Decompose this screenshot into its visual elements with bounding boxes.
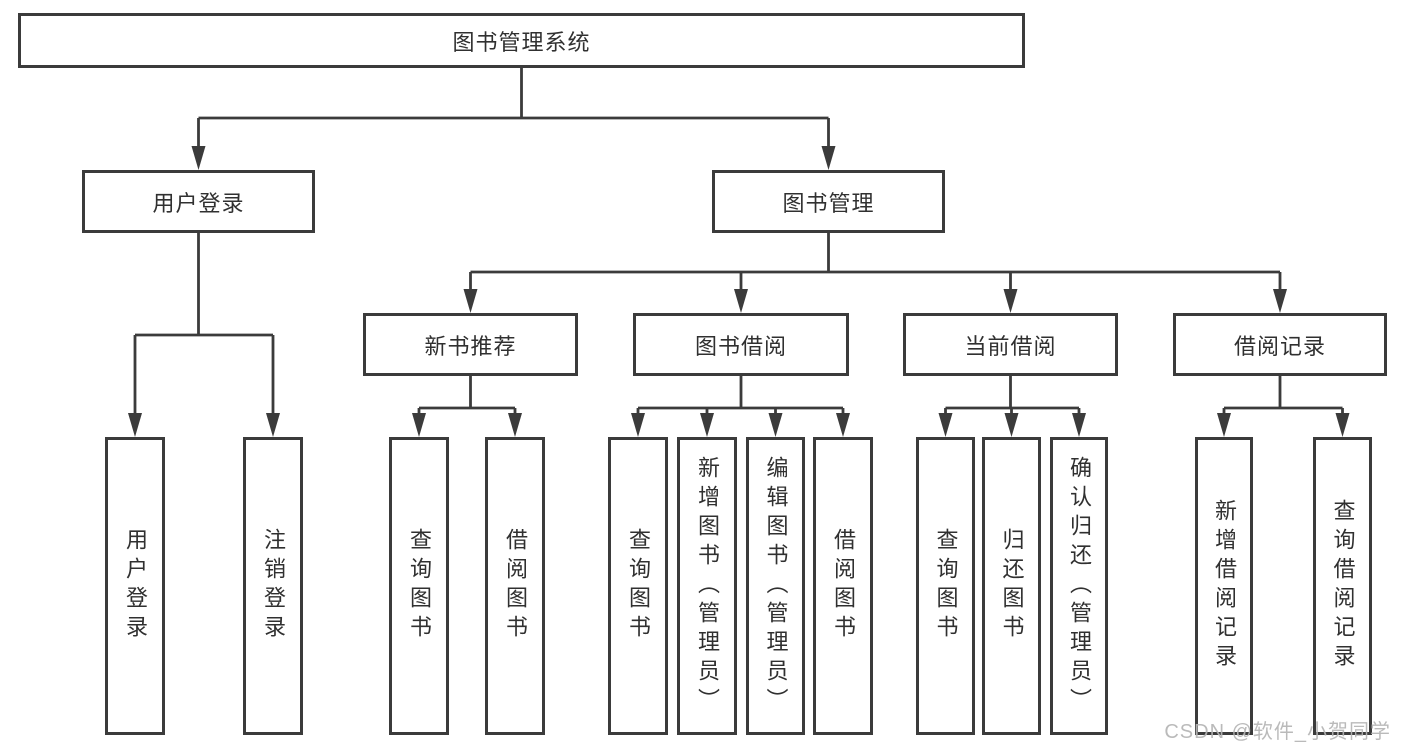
node-current-borrowing: 当前借阅 [903,313,1118,376]
node-borrowing-records: 借阅记录 [1173,313,1387,376]
edge-from-new-book-recommend-to-borrow-books-1-arrowhead-icon [508,413,522,437]
node-label-add-borrow-record: 新增借阅记录 [1212,499,1237,673]
edge-from-new-book-recommend-to-query-books-1-arrowhead-icon [412,413,426,437]
node-user-login-op: 用户登录 [105,437,165,735]
node-borrow-books-1: 借阅图书 [485,437,545,735]
node-label-book-management: 图书管理 [782,190,875,216]
edge-from-book-borrowing-to-query-books-2-arrowhead-icon [631,413,645,437]
edge-from-book-borrowing-to-add-books-admin-arrowhead-icon [700,413,714,437]
node-add-borrow-record: 新增借阅记录 [1195,437,1253,735]
node-book-borrowing: 图书借阅 [633,313,849,376]
edge-from-book-management-to-book-borrowing-arrowhead-icon [734,289,748,313]
edge-from-user-login-to-logout-op-arrowhead-icon [266,413,280,437]
node-label-logout-op: 注销登录 [261,528,286,644]
node-label-add-books-admin: 新增图书（管理员） [695,455,720,717]
node-label-confirm-return-admin: 确认归还（管理员） [1067,455,1092,717]
node-query-books-2: 查询图书 [608,437,668,735]
node-label-borrow-books-1: 借阅图书 [503,528,528,644]
node-new-book-recommend: 新书推荐 [363,313,578,376]
node-label-query-books-1: 查询图书 [407,528,432,644]
edge-from-book-management-to-borrowing-records-arrowhead-icon [1273,289,1287,313]
edge-from-book-management-to-new-book-recommend-arrowhead-icon [463,289,478,313]
node-label-user-login-op: 用户登录 [123,528,148,644]
node-user-login: 用户登录 [82,170,315,233]
node-root: 图书管理系统 [18,13,1025,68]
node-query-borrow-record: 查询借阅记录 [1313,437,1372,735]
node-label-borrow-books-2: 借阅图书 [831,528,856,644]
edge-from-book-borrowing-to-edit-books-admin-arrowhead-icon [768,413,783,437]
node-label-return-books: 归还图书 [999,528,1025,644]
node-label-user-login: 用户登录 [152,190,245,216]
node-label-query-books-3: 查询图书 [933,528,959,644]
edge-from-current-borrowing-to-query-books-3-arrowhead-icon [938,413,953,437]
node-label-query-books-2: 查询图书 [626,528,651,644]
node-label-current-borrowing: 当前借阅 [964,333,1057,359]
node-label-edit-books-admin: 编辑图书（管理员） [763,455,789,717]
node-label-query-borrow-record: 查询借阅记录 [1330,499,1356,673]
node-confirm-return-admin: 确认归还（管理员） [1050,437,1108,735]
node-edit-books-admin: 编辑图书（管理员） [746,437,805,735]
node-label-root: 图书管理系统 [452,29,591,55]
edge-from-book-borrowing-to-borrow-books-2-arrowhead-icon [836,413,850,437]
node-query-books-3: 查询图书 [916,437,975,735]
node-label-book-borrowing: 图书借阅 [694,333,787,359]
node-return-books: 归还图书 [982,437,1041,735]
node-borrow-books-2: 借阅图书 [813,437,873,735]
edge-from-root-to-book-management-arrowhead-icon [821,146,836,170]
node-query-books-1: 查询图书 [389,437,449,735]
node-logout-op: 注销登录 [243,437,303,735]
watermark: CSDN @软件_小贺同学 [1164,721,1391,743]
edge-from-current-borrowing-to-return-books-arrowhead-icon [1004,413,1019,437]
edge-from-book-management-to-current-borrowing-arrowhead-icon [1003,289,1018,313]
node-book-management: 图书管理 [712,170,945,233]
edge-from-current-borrowing-to-confirm-return-admin-arrowhead-icon [1072,413,1086,437]
edge-from-root-to-user-login-arrowhead-icon [191,146,206,170]
edge-from-borrowing-records-to-add-borrow-record-arrowhead-icon [1217,413,1231,437]
node-add-books-admin: 新增图书（管理员） [677,437,737,735]
edge-from-user-login-to-user-login-op-arrowhead-icon [128,413,142,437]
node-label-new-book-recommend: 新书推荐 [424,333,517,359]
edge-from-borrowing-records-to-query-borrow-record-arrowhead-icon [1335,413,1350,437]
node-label-borrowing-records: 借阅记录 [1233,333,1326,359]
